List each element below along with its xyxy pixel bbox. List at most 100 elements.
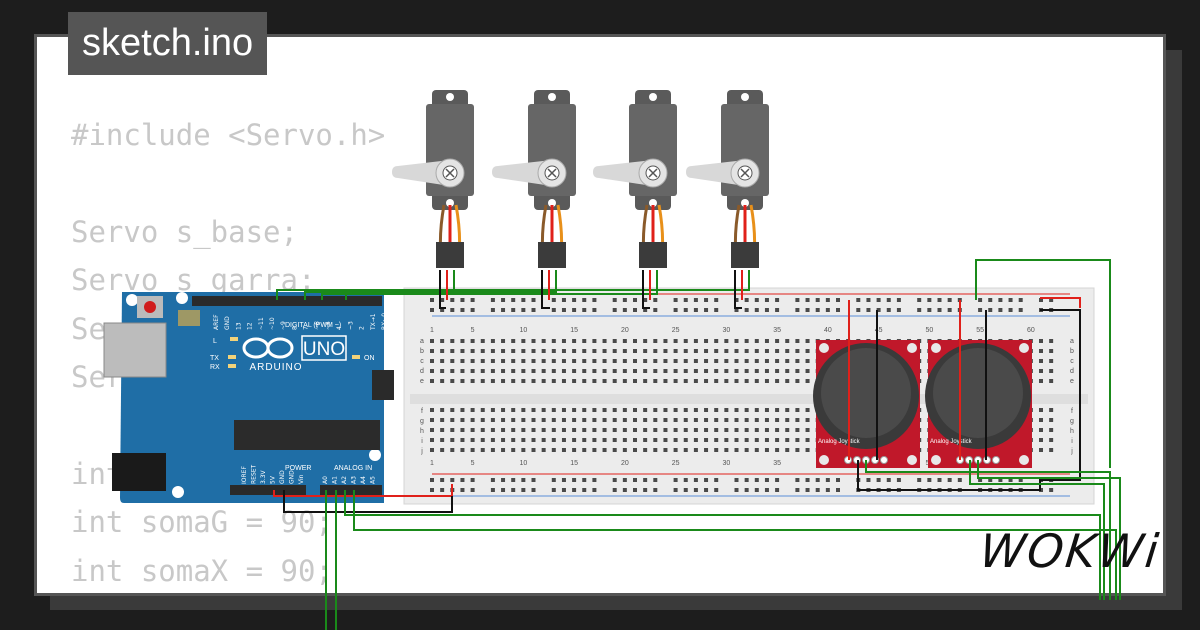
analog-pin-label: A2 <box>341 476 348 484</box>
wires[interactable] <box>273 259 1121 630</box>
servo-motor[interactable] <box>686 90 769 268</box>
servo-connector <box>731 242 759 268</box>
row-letter: i <box>421 438 423 445</box>
power-pin-label: IOREF <box>241 466 248 484</box>
row-letter: h <box>1070 428 1074 435</box>
power-pin-label: GND <box>289 470 296 484</box>
joystick-module[interactable]: Analog Joystick <box>813 340 920 468</box>
digital-pin-label: GND <box>224 316 231 330</box>
column-number: 30 <box>722 327 730 334</box>
digital-pin-label: ~11 <box>258 317 265 330</box>
column-number: 10 <box>519 327 527 334</box>
row-letter: b <box>420 348 424 355</box>
code-line: int somaX = 90; <box>71 553 333 588</box>
power-pin-label: GND <box>279 470 286 484</box>
code-line: #include <Servo.h> <box>71 118 386 152</box>
column-number: 20 <box>621 327 629 334</box>
led-tx-label: TX <box>210 355 219 362</box>
servo-motor[interactable] <box>392 90 474 268</box>
digital-pin-label: RX←0 <box>381 313 388 330</box>
row-letter: f <box>1071 408 1073 415</box>
digital-pin-label: ~5 <box>325 321 332 330</box>
column-number: 25 <box>672 327 680 334</box>
atmega-chip <box>234 420 380 450</box>
row-letter: d <box>1070 368 1074 375</box>
servo-motor[interactable] <box>492 90 576 268</box>
digital-pin-label: AREF <box>213 314 220 330</box>
digital-header-label: DIGITAL (PWM ~) <box>285 322 341 329</box>
card-shadow <box>1166 50 1182 610</box>
column-number: 60 <box>1027 327 1035 334</box>
power-pin-label: 3.3V <box>260 469 267 484</box>
board-model-label: UNO <box>303 339 345 360</box>
reset-button <box>144 301 156 313</box>
digital-pin-label: ~9 <box>280 321 287 330</box>
power-pin-label: RESET <box>251 464 258 484</box>
digital-pin-label: 7 <box>303 326 310 330</box>
file-tab[interactable]: sketch.ino <box>68 12 268 75</box>
servo-motor[interactable] <box>593 90 677 268</box>
digital-pin-label: 4 <box>336 326 343 330</box>
card-shadow-bottom <box>50 596 1182 610</box>
code-line: int somaG = 90; <box>71 505 333 540</box>
row-letter: e <box>420 378 424 385</box>
digital-pin-label: 8 <box>291 326 298 330</box>
power-jack <box>112 453 166 491</box>
analog-pin-label: A1 <box>332 476 339 484</box>
servo-connector <box>639 242 667 268</box>
power-pin-label: 5V <box>270 475 277 484</box>
power-header-label: POWER <box>285 465 311 472</box>
column-number: 1 <box>430 327 434 334</box>
column-number: 40 <box>824 327 832 334</box>
row-letter: h <box>420 428 424 435</box>
analog-pin-label: A4 <box>360 476 367 484</box>
joystick-label: Analog Joystick <box>930 439 973 445</box>
row-letter: g <box>1070 418 1074 425</box>
joystick-label: Analog Joystick <box>818 439 861 445</box>
analog-pin-label: A5 <box>370 476 377 484</box>
joystick-knob[interactable] <box>821 348 911 438</box>
digital-pin-label: TX→1 <box>370 313 377 331</box>
code-line: Servo s_garra; <box>71 263 316 298</box>
arduino-logo-icon <box>242 337 294 359</box>
column-number: 10 <box>519 460 527 467</box>
digital-pin-label: ~3 <box>347 321 354 330</box>
digital-pin-label: ~10 <box>269 317 276 330</box>
column-number: 15 <box>570 460 578 467</box>
wokwi-logo: WOKWi <box>977 524 1163 578</box>
led-rx-label: RX <box>210 364 220 371</box>
led-on-label: ON <box>364 355 375 362</box>
row-letter: c <box>1070 358 1074 365</box>
row-letter: e <box>1070 378 1074 385</box>
column-number: 50 <box>925 327 933 334</box>
joystick-module[interactable]: Analog Joystick <box>925 340 1032 468</box>
column-number: 35 <box>773 327 781 334</box>
column-number: 25 <box>672 460 680 467</box>
column-number: 35 <box>773 460 781 467</box>
code-background: #include <Servo.h> Servo s_base; Servo s… <box>71 111 386 593</box>
digital-header <box>192 296 382 306</box>
board-brand-label: ARDUINO <box>249 362 302 373</box>
column-number: 30 <box>722 460 730 467</box>
column-number: 5 <box>471 327 475 334</box>
row-letter: f <box>421 408 423 415</box>
column-number: 15 <box>570 327 578 334</box>
analog-header <box>320 485 382 495</box>
row-letter: b <box>1070 348 1074 355</box>
joystick-knob[interactable] <box>933 348 1023 438</box>
column-number: 45 <box>875 327 883 334</box>
column-number: 20 <box>621 460 629 467</box>
analog-header-label: ANALOG IN <box>334 465 372 472</box>
row-letter: c <box>420 358 424 365</box>
column-number: 1 <box>430 460 434 467</box>
analog-pin-label: A3 <box>351 476 358 484</box>
digital-pin-label: 2 <box>359 326 366 330</box>
digital-pin-label: 13 <box>235 322 242 330</box>
servo-connector <box>436 242 464 268</box>
digital-pin-label: ~6 <box>314 321 321 330</box>
row-letter: j <box>420 448 423 455</box>
row-letter: d <box>420 368 424 375</box>
analog-pin-label: A0 <box>322 476 329 484</box>
